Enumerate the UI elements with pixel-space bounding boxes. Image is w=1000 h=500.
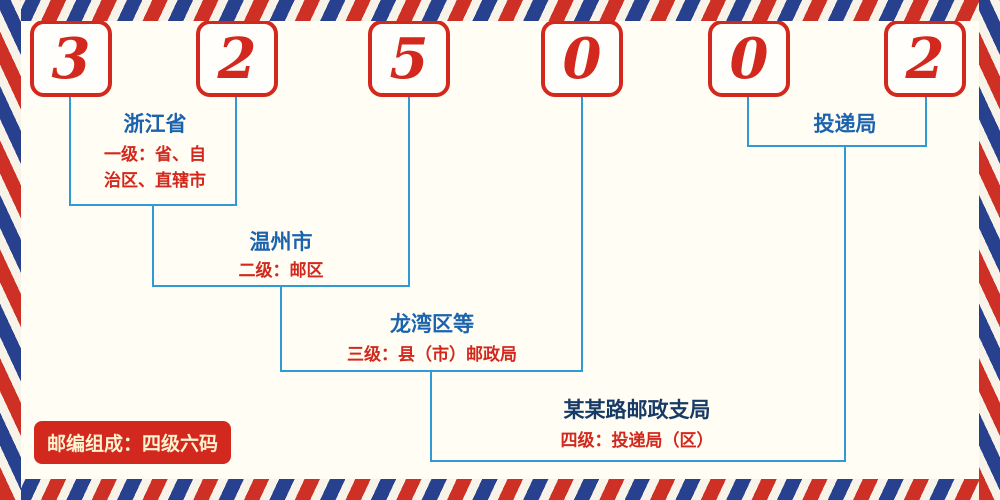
digit-6: 2 [905,25,945,92]
line-digit5-down [747,95,749,147]
airmail-border-left [0,0,21,500]
line-delivery-bottom [747,145,927,147]
province-desc-line2: 治区、直辖市 [104,171,206,191]
digit-5: 0 [729,25,769,92]
airmail-border-top [0,0,1000,21]
digit-1: 3 [51,25,91,92]
line-delivery-to-level4 [844,145,846,462]
digit-box-2: 2 [196,20,278,97]
line-digit1-down [69,95,71,206]
province-name: 浙江省 [123,112,187,136]
line-digit2-down [235,95,237,206]
digit-4: 0 [562,25,602,92]
line-digit3-down [408,95,410,287]
airmail-border-bottom [0,479,1000,500]
line-level2-to-level3 [280,285,282,372]
city-desc: 二级：邮区 [238,261,324,281]
branch-desc: 四级：投递局（区） [560,431,714,451]
line-level4-bottom [430,460,846,462]
city-name: 温州市 [249,230,313,254]
county-desc: 三级：县（市）邮政局 [347,345,517,365]
line-level3-to-level4 [430,370,432,462]
county-name: 龙湾区等 [390,312,474,336]
digit-box-4: 0 [541,20,623,97]
digit-box-3: 5 [368,20,450,97]
digit-box-5: 0 [708,20,790,97]
airmail-border-right [979,0,1000,500]
digit-3: 5 [389,25,429,92]
delivery-name: 投递局 [813,112,877,136]
province-desc-line1: 一级：省、自 [104,145,206,165]
digit-2: 2 [217,25,257,92]
digit-box-1: 3 [30,20,112,97]
branch-name: 某某路邮政支局 [563,398,711,422]
line-level1-to-level2 [152,204,154,287]
line-digit4-down [581,95,583,372]
line-digit6-down [925,95,927,147]
digit-box-6: 2 [884,20,966,97]
composition-badge: 邮编组成：四级六码 [34,421,232,464]
